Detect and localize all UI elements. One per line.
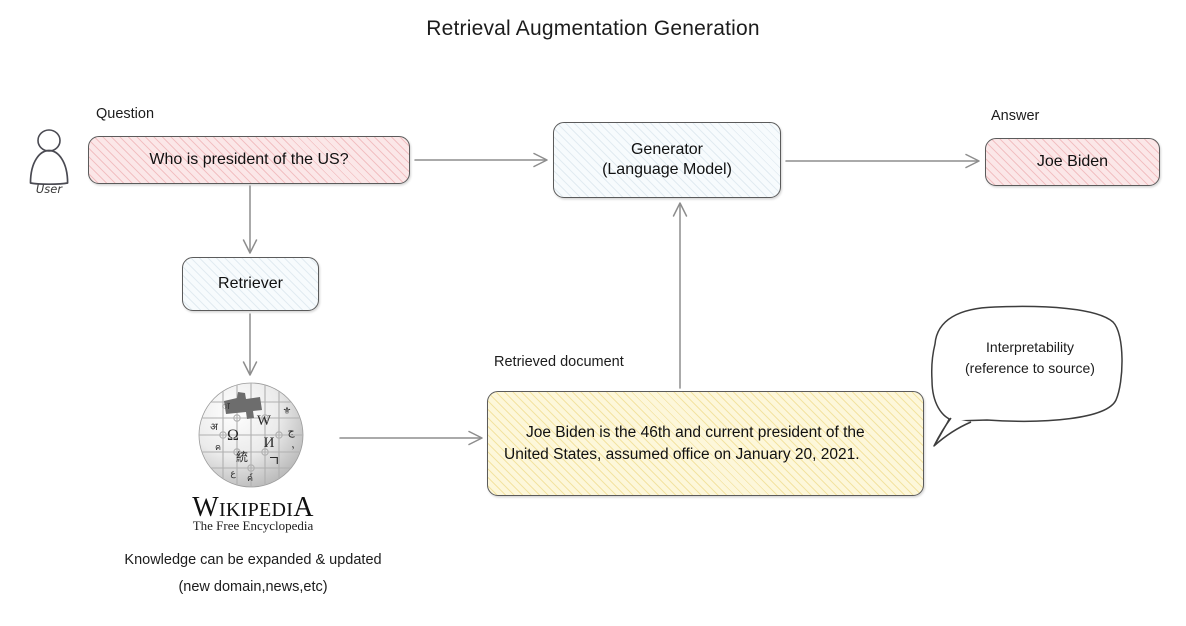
svg-text:И: И <box>264 435 275 451</box>
wikipedia-tagline: The Free Encyclopedia <box>192 518 314 533</box>
generator-node-text: Generator (Language Model) <box>602 140 732 181</box>
question-node[interactable]: Who is president of the US? <box>88 136 410 184</box>
retrieved-document-text: Joe Biden is the 46th and current presid… <box>504 423 865 463</box>
svg-text:י: י <box>292 444 295 455</box>
svg-text:ع: ع <box>230 468 236 479</box>
retrieved-document-node[interactable]: Joe Biden is the 46th and current presid… <box>487 391 924 496</box>
edge-generator-to-answer <box>785 153 980 169</box>
answer-label: Answer <box>991 108 1040 124</box>
callout-line-2: (reference to source) <box>965 360 1095 376</box>
svg-text:ा: ा <box>222 401 230 411</box>
generator-node[interactable]: Generator (Language Model) <box>553 122 781 198</box>
knowledge-note-line-1: Knowledge can be expanded & updated <box>124 552 382 568</box>
wikipedia-wordmark-w: W <box>192 492 219 523</box>
callout-line-1: Interpretability <box>986 339 1074 355</box>
generator-line-1: Generator <box>630 140 704 158</box>
interpretability-callout-bubble <box>925 300 1135 450</box>
wikipedia-wordmark-rest: IKIPEDI <box>218 499 294 521</box>
question-node-text: Who is president of the US? <box>149 150 349 168</box>
answer-node-text: Joe Biden <box>1036 152 1109 170</box>
knowledge-note-line-2: (new domain,news,etc) <box>178 579 328 595</box>
user-person-icon <box>18 126 80 196</box>
svg-text:⚜: ⚜ <box>283 406 292 417</box>
edge-document-to-generator <box>672 202 688 389</box>
user-label: User <box>35 182 63 196</box>
answer-node[interactable]: Joe Biden <box>985 138 1160 186</box>
edge-retriever-to-wikipedia <box>242 313 258 376</box>
svg-text:अ: अ <box>210 422 218 433</box>
retriever-node-text: Retriever <box>218 274 283 292</box>
retriever-node[interactable]: Retriever <box>182 257 319 311</box>
svg-text:統: 統 <box>236 450 248 464</box>
generator-line-2: (Language Model) <box>602 161 732 178</box>
question-label: Question <box>96 106 155 122</box>
edge-question-to-retriever <box>242 185 258 254</box>
svg-text:W: W <box>257 413 272 429</box>
svg-text:ค: ค <box>215 442 221 452</box>
edge-wikipedia-to-document <box>339 430 483 446</box>
svg-text:ค์: ค์ <box>247 472 253 483</box>
page-title: Retrieval Augmentation Generation <box>426 17 760 40</box>
svg-text:Ω: Ω <box>227 427 239 444</box>
edge-question-to-generator <box>414 152 548 168</box>
wikipedia-wordmark: WIKIPEDIA <box>150 494 356 522</box>
retrieved-document-label: Retrieved document <box>494 354 624 370</box>
wikipedia-globe-logo: W Ω И 統 ㄱ ج अ ค ⚜ ค์ ع י ा <box>190 378 316 496</box>
svg-text:ㄱ: ㄱ <box>268 455 281 470</box>
interpretability-callout-text: Interpretability (reference to source) <box>935 337 1125 379</box>
svg-text:ج: ج <box>287 426 295 438</box>
wikipedia-wordmark-a: A <box>293 492 314 523</box>
